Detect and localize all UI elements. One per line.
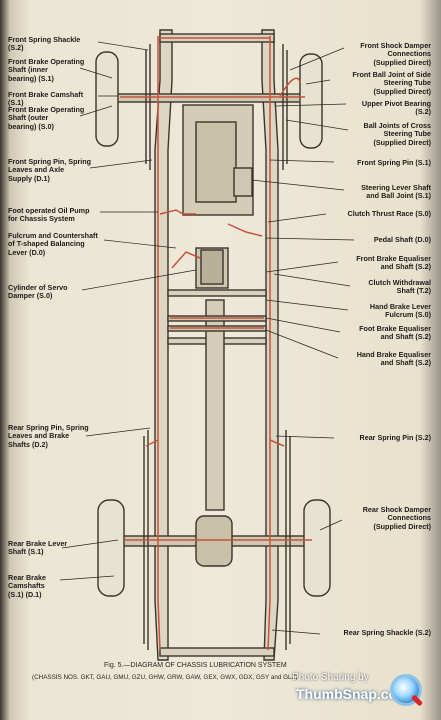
label-rear-brake-camshafts: Rear Brake Camshafts (S.1) (D.1): [8, 573, 46, 599]
front-axle: [111, 93, 313, 103]
oil-pipe-fulcrum: [171, 251, 201, 269]
leader-lines-left: [59, 41, 197, 581]
watermark-line1: Photo Sharing by: [292, 672, 369, 683]
label-rear-spring-pin-left: Rear Spring Pin, Spring Leaves and Brake…: [8, 423, 89, 449]
label-hand-brake-equaliser: Hand Brake Equaliser and Shaft (S.2): [356, 350, 431, 368]
differential: [195, 515, 233, 567]
oil-pipe-pump: [159, 209, 196, 215]
oil-pipe-rear-spring: [145, 439, 285, 447]
label-rear-brake-lever-shaft: Rear Brake Lever Shaft (S.1): [8, 539, 68, 557]
label-hand-brake-lever-fulcrum: Hand Brake Lever Fulcrum (S.0): [369, 302, 431, 320]
label-steering-lever-shaft: Steering Lever Shaft and Ball Joint (S.1…: [361, 183, 431, 201]
front-left-wheel: [95, 51, 119, 147]
rear-right-wheel: [303, 499, 331, 597]
label-front-brake-operating-shaft-inner: Front Brake Operating Shaft (inner beari…: [8, 57, 85, 83]
label-front-brake-operating-shaft-outer: Front Brake Operating Shaft (outer beari…: [8, 105, 85, 131]
label-rear-spring-shackle: Rear Spring Shackle (S.2): [343, 628, 431, 637]
label-front-spring-shackle: Front Spring Shackle (S.2): [8, 35, 81, 53]
magnifier-handle-icon: [410, 694, 424, 707]
oil-pipe-left-rail: [157, 36, 161, 651]
label-ball-joints-cross-steering: Ball Joints of Cross Steering Tube (Supp…: [363, 121, 432, 147]
rear-cross-member: [159, 647, 275, 657]
label-pedal-shaft: Pedal Shaft (D.0): [373, 235, 431, 244]
thumbsnap-watermark: Photo Sharing by ThumbSnap.com: [280, 662, 441, 720]
oil-pipe-right-rail: [267, 36, 271, 651]
label-clutch-withdrawal-shaft: Clutch Withdrawal Shaft (T.2): [368, 278, 431, 296]
servo-cylinder: [200, 249, 224, 285]
steering-box: [233, 167, 253, 197]
label-foot-brake-equaliser: Foot Brake Equaliser and Shaft (S.2): [359, 324, 431, 342]
watermark-brand: ThumbSnap.com: [296, 686, 410, 702]
cross-member-2: [167, 289, 267, 297]
front-right-wheel: [299, 53, 323, 149]
front-right-spring: [282, 44, 288, 170]
label-front-brake-equaliser: Front Brake Equaliser and Shaft (S.2): [356, 254, 431, 272]
label-front-spring-pin-right: Front Spring Pin (S.1): [357, 158, 431, 167]
figure-caption: Fig. 5.—DIAGRAM OF CHASSIS LUBRICATION S…: [104, 662, 287, 669]
label-front-ball-joint: Front Ball Joint of Side Steering Tube (…: [352, 70, 431, 96]
label-front-shock-damper: Front Shock Damper Connections (Supplied…: [360, 41, 431, 67]
oil-pipe-front-shock: [279, 77, 301, 97]
leader-lines-right: [251, 47, 355, 635]
label-front-spring-pin-left: Front Spring Pin, Spring Leaves and Axle…: [8, 157, 92, 183]
label-rear-shock-damper: Rear Shock Damper Connections (Supplied …: [362, 505, 431, 531]
label-fulcrum-countershaft: Fulcrum and Countershaft of T-shaped Bal…: [8, 231, 98, 257]
label-servo-cylinder: Cylinder of Servo Damper (S.0): [8, 283, 68, 301]
figure-caption-chassis-numbers: (CHASSIS NOS. GKT, GAU, GMU, GZU, GHW, G…: [32, 674, 298, 681]
label-oil-pump: Foot operated Oil Pump for Chassis Syste…: [8, 206, 90, 224]
left-chassis-rail: [154, 29, 173, 661]
rear-left-wheel: [97, 499, 125, 597]
label-upper-pivot-bearing: Upper Pivot Bearing (S.2): [361, 99, 431, 117]
label-front-brake-camshaft: Front Brake Camshaft (S.1): [8, 90, 84, 108]
oil-pipe-clutch: [227, 223, 263, 237]
engine-sump: [195, 121, 237, 203]
oil-pipes: [120, 36, 312, 651]
front-left-spring: [145, 44, 151, 170]
label-rear-spring-pin-right: Rear Spring Pin (S.2): [359, 433, 432, 442]
label-clutch-thrust-race: Clutch Thrust Race (S.0): [347, 209, 431, 218]
propeller-shaft: [205, 299, 225, 511]
